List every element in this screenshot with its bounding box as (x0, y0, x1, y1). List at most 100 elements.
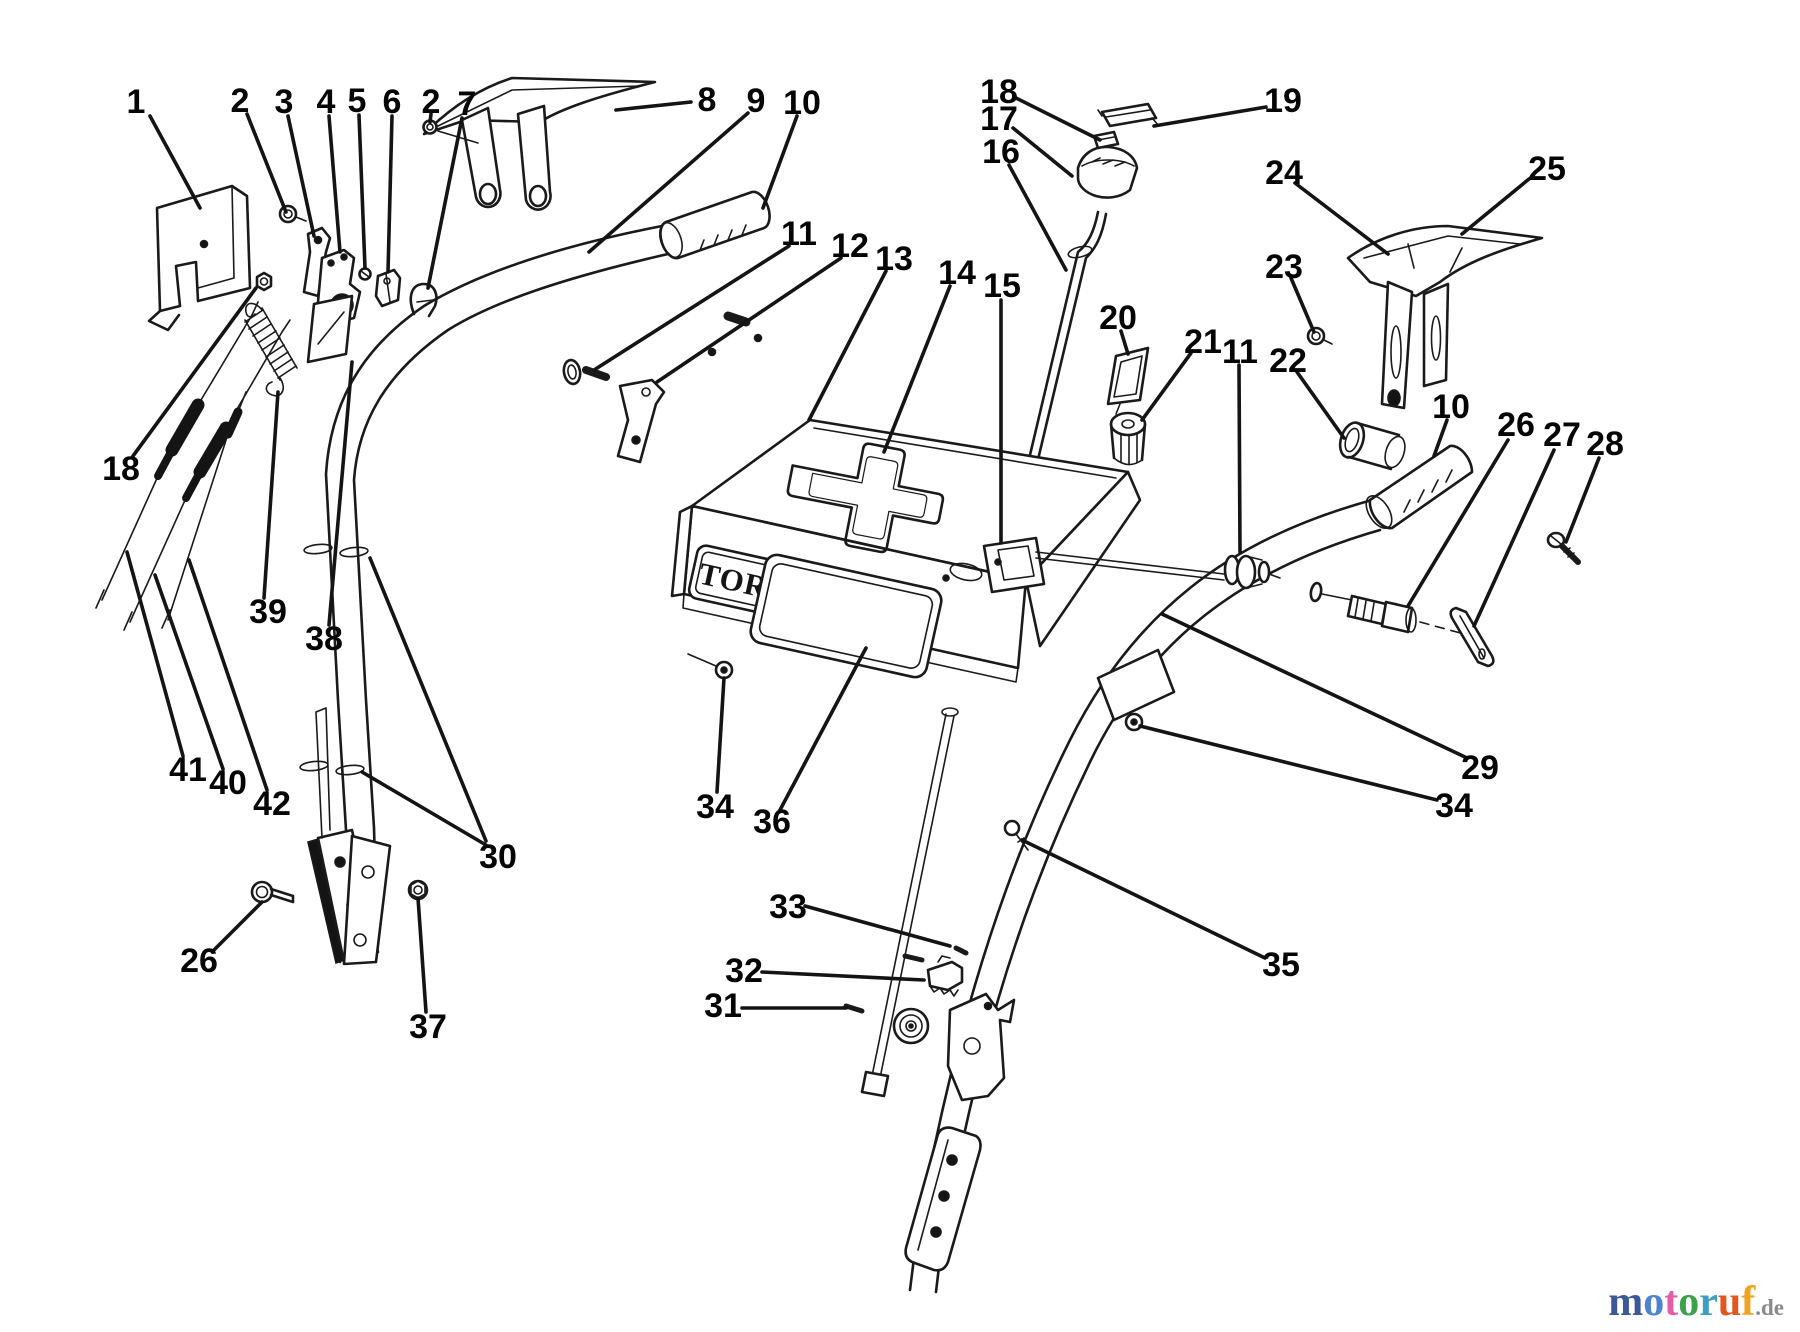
leader-line-34-34-0 (715, 676, 726, 794)
callout-label-26-28: 26 (1497, 406, 1535, 444)
part-8-handle-support-bracket (422, 76, 657, 211)
part-34-rivet-right (1124, 712, 1144, 732)
leader-line-26-28-0 (1406, 438, 1510, 608)
part-34-screw-left (687, 653, 734, 680)
callout-label-23-24: 23 (1265, 248, 1303, 286)
callout-label-7-7: 7 (458, 85, 477, 123)
part-15-shift-boot-plate (942, 536, 1046, 594)
part-6-clevis (374, 268, 402, 308)
mounting-studs (707, 311, 763, 357)
part-17-shift-knob (1076, 145, 1139, 199)
callout-label-34-32: 34 (1435, 787, 1473, 825)
callout-label-38-40: 38 (305, 620, 343, 658)
callout-label-25-26: 25 (1528, 150, 1566, 188)
leader-line-14-14-0 (882, 284, 952, 454)
part-19-knob-cap (1097, 102, 1160, 128)
leader-line-37-46-0 (416, 896, 428, 1014)
interlock-mount-bracket (946, 992, 1016, 1102)
leader-line-18-18-0 (1012, 95, 1102, 142)
callout-label-2-1: 2 (231, 82, 250, 120)
callout-label-11-11: 11 (781, 215, 817, 253)
part-32-interlock-switch (926, 955, 964, 997)
part-26-bolt-left (250, 880, 295, 904)
exploded-view-artwork: TORO ® (95, 76, 1581, 1294)
leader-line-12-12-0 (655, 256, 843, 384)
lower-shift-rod (860, 707, 959, 1098)
watermark-letter: o (1678, 1279, 1700, 1325)
watermark-letter: t (1664, 1279, 1679, 1325)
leader-line-20-20-0 (1119, 329, 1130, 356)
callout-label-18-47: 18 (102, 450, 140, 488)
leader-line-7-7-0 (426, 116, 464, 290)
leader-line-4-3-0 (327, 114, 342, 254)
cross-shift-slot (786, 442, 945, 554)
part-16-shift-lever-rod (1006, 210, 1108, 554)
callout-label-8-8: 8 (698, 81, 717, 119)
callout-label-32-37: 32 (725, 952, 763, 990)
callout-label-13-13: 13 (875, 240, 913, 278)
leader-line-30-39-1 (368, 556, 488, 843)
leader-line-13-13-0 (807, 269, 888, 422)
callout-label-41-43: 41 (169, 751, 207, 789)
leader-line-3-2-0 (286, 114, 316, 238)
callout-label-26-45: 26 (180, 942, 218, 980)
callout-label-29-31: 29 (1461, 749, 1499, 787)
callout-label-20-20: 20 (1099, 299, 1137, 337)
leader-line-5-4-0 (357, 113, 367, 270)
part-38-decal-sticker (306, 294, 354, 364)
part-10-grip-left (659, 190, 771, 260)
part-37-hex-nut (407, 879, 429, 901)
watermark-letter: u (1717, 1279, 1742, 1325)
leader-line-23-24-0 (1289, 276, 1316, 334)
leader-line-32-37-0 (760, 970, 926, 982)
watermark-suffix: .de (1755, 1295, 1784, 1320)
callout-label-12-12: 12 (831, 227, 869, 265)
callout-label-2-6: 2 (422, 83, 441, 121)
part-26-bolt-right (1309, 581, 1465, 635)
watermark-letter: f (1741, 1279, 1756, 1325)
callout-label-40-42: 40 (209, 764, 247, 802)
part-12-cam-lever (616, 378, 666, 464)
part-22-spacer-roller (1338, 421, 1406, 471)
leader-line-28-30-0 (1564, 456, 1601, 544)
part-31-grommet-pin (843, 1003, 930, 1045)
leader-line-24-25-0 (1293, 181, 1390, 256)
leader-line-9-9-0 (587, 111, 750, 254)
callout-label-9-9: 9 (747, 82, 766, 120)
leader-line-8-8-0 (614, 100, 693, 112)
leader-line-2-1-0 (245, 112, 288, 214)
leader-line-10-27-0 (1432, 418, 1449, 458)
callout-label-14-14: 14 (938, 254, 976, 292)
callout-label-34-34: 34 (696, 788, 734, 826)
leader-line-17-17-0 (1011, 126, 1074, 178)
part-24-25-handle-support-bracket-right (1346, 224, 1544, 410)
part-23-carriage-bolt (1306, 326, 1333, 346)
leader-line-11-11-0 (592, 244, 791, 372)
leader-line-33-36-0 (803, 904, 952, 948)
leader-line-42-44-0 (187, 558, 269, 792)
leader-line-1-0-0 (148, 114, 202, 210)
callout-label-3-2: 3 (275, 83, 294, 121)
part-1-handle-bracket-plate (147, 184, 252, 332)
callout-label-16-16: 16 (982, 133, 1020, 171)
callout-label-6-5: 6 (383, 83, 402, 121)
leader-line-21-21-0 (1140, 351, 1193, 422)
part-18-hex-nut-left (255, 271, 273, 292)
leader-line-22-23-0 (1295, 370, 1346, 440)
part-10-grip-right (1365, 444, 1474, 530)
part-27-klik-pin (1449, 606, 1495, 668)
leader-line-38-40-0 (327, 360, 354, 627)
leader-line-30-39-0 (360, 770, 488, 847)
callout-label-10-10: 10 (783, 84, 821, 122)
leader-line-11-22-0 (1237, 363, 1242, 554)
leader-line-29-31-0 (1160, 612, 1467, 759)
leader-line-16-16-0 (1007, 163, 1068, 272)
leader-line-26-45-0 (211, 900, 264, 953)
callout-label-18-18: 18 (980, 73, 1018, 111)
part-33-roll-pin (902, 945, 969, 963)
part-11-washer-pin-left (562, 358, 610, 386)
watermark-letter: o (1643, 1279, 1665, 1325)
